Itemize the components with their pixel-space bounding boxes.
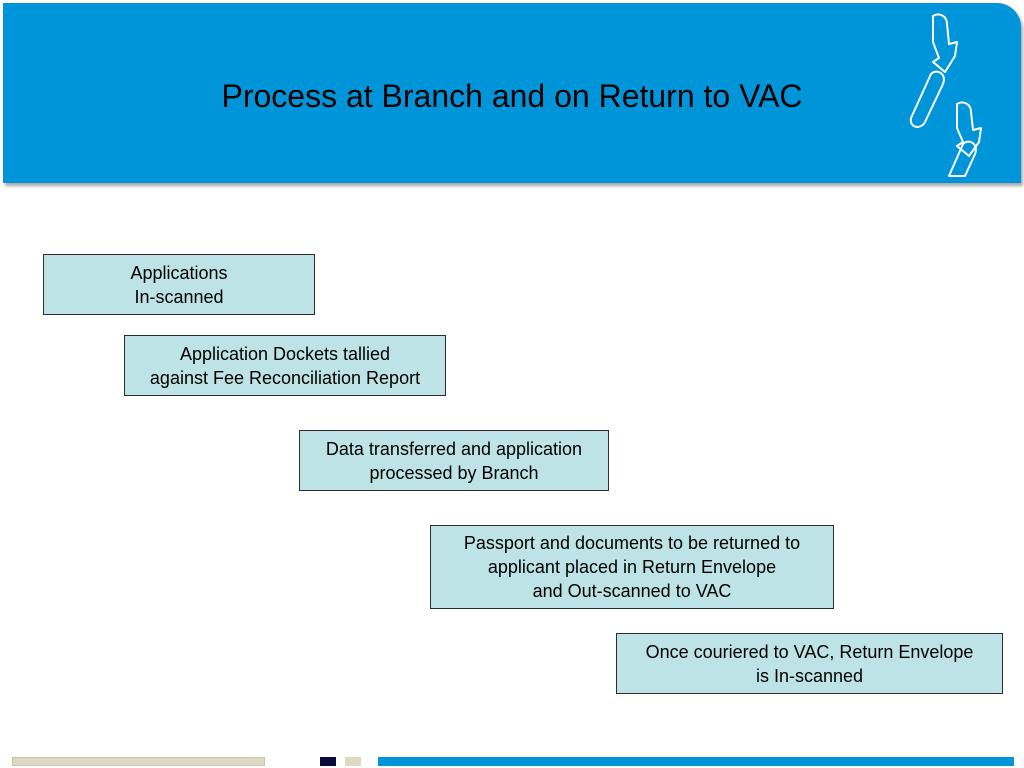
slide-title: Process at Branch and on Return to VAC bbox=[221, 78, 803, 114]
title-banner bbox=[3, 3, 1021, 183]
process-step-passport-returned: Passport and documents to be returned to… bbox=[430, 525, 834, 609]
process-step-applications-in-scanned: Applications In-scanned bbox=[43, 254, 315, 315]
process-step-return-envelope-in-scanned: Once couriered to VAC, Return Envelope i… bbox=[616, 633, 1003, 694]
footer-bar-beige bbox=[12, 757, 265, 766]
footer-square-navy bbox=[320, 757, 336, 766]
footer-square-beige bbox=[345, 757, 361, 766]
process-step-data-transferred: Data transferred and application process… bbox=[299, 430, 609, 491]
arrow-swoosh-icon bbox=[909, 13, 982, 177]
process-step-dockets-tallied: Application Dockets tallied against Fee … bbox=[124, 335, 446, 396]
footer-bar-blue bbox=[378, 757, 1014, 766]
